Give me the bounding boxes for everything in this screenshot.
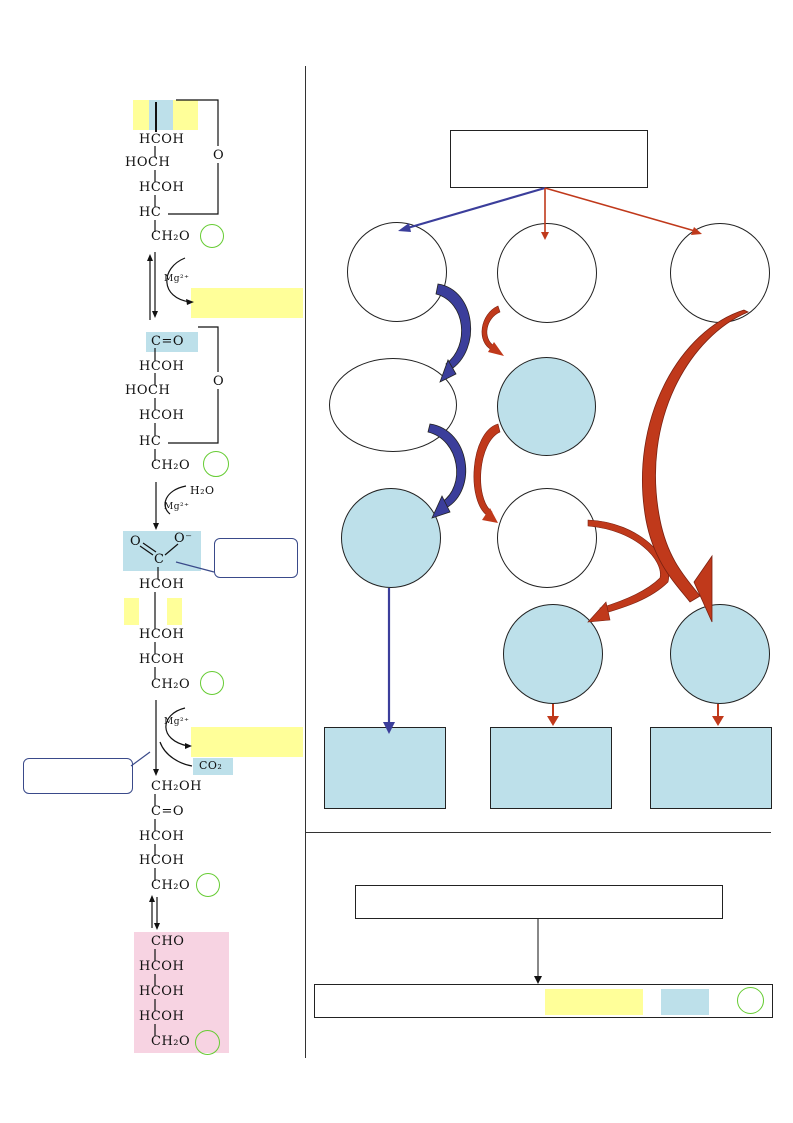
highlight-carbonyl (146, 332, 198, 352)
legend-yellow-swatch (545, 989, 643, 1015)
legend-blue-swatch (661, 989, 709, 1015)
callout-box-left (23, 758, 133, 794)
co2-badge (193, 758, 233, 775)
carboxyl-carbon: C (154, 552, 165, 567)
horizontal-divider (305, 832, 771, 833)
phosphate-ring (195, 1030, 220, 1055)
highlight-top-left (133, 100, 149, 130)
step1-cofactor: Mg²⁺ (164, 274, 190, 284)
struct2-ring-oxygen: O (213, 374, 225, 389)
struct1-row-5: CH₂O (151, 229, 191, 244)
struct5-row-3: HCOH (139, 984, 185, 999)
bottom-title-box (355, 885, 723, 919)
struct1-row-2: HOCH (125, 155, 171, 170)
phosphate-ring (200, 224, 224, 248)
struct1-row-4: HC (139, 205, 162, 220)
step3-cofactor: Mg²⁺ (164, 717, 190, 727)
highlight-step3 (191, 727, 303, 757)
highlight-mid-right (167, 598, 182, 625)
node-row4-center (503, 604, 603, 704)
carboxylate-oxygen-left: O (130, 534, 142, 549)
struct1-ring-oxygen: O (213, 148, 225, 163)
phosphate-ring (203, 451, 229, 477)
highlight-mid-left (124, 598, 139, 625)
struct4-row-3: HCOH (139, 829, 185, 844)
node-row3-left (341, 488, 441, 588)
step2-water: H₂O (190, 484, 215, 497)
struct3-row-2: HCOH (139, 627, 185, 642)
phosphate-ring (196, 873, 220, 897)
struct5-row-5: CH₂O (151, 1034, 191, 1049)
node-row4-right (670, 604, 770, 704)
output-box-left (324, 727, 446, 809)
struct1-row-3: HCOH (139, 180, 185, 195)
vertical-divider (305, 66, 306, 1058)
struct1-row-1: HCOH (139, 132, 185, 147)
struct4-row-5: CH₂O (151, 878, 191, 893)
highlight-top-center (149, 100, 173, 130)
struct4-row-2: C=O (151, 804, 184, 819)
struct4-row-4: HCOH (139, 853, 185, 868)
struct2-row-2: HCOH (139, 359, 185, 374)
source-box (450, 130, 648, 188)
carboxylate-oxygen-right: O⁻ (174, 531, 193, 546)
highlight-carboxylate (123, 531, 201, 571)
phosphate-ring (200, 671, 224, 695)
struct3-row-4: CH₂O (151, 677, 191, 692)
node-row2-left (329, 358, 457, 452)
node-row3-center (497, 488, 597, 588)
struct3-row-3: HCOH (139, 652, 185, 667)
struct2-row-1: C=O (151, 334, 184, 349)
struct5-row-4: HCOH (139, 1009, 185, 1024)
co2-label: CO₂ (199, 759, 223, 772)
node-row2-center (497, 357, 596, 456)
step2-cofactor: Mg²⁺ (164, 502, 190, 512)
callout-box-right (214, 538, 298, 578)
node-row1-left (347, 222, 447, 322)
struct5-row-2: HCOH (139, 959, 185, 974)
output-box-right (650, 727, 772, 809)
highlight-top-right (173, 100, 198, 130)
struct4-row-1: CH₂OH (151, 779, 202, 794)
output-box-center (490, 727, 612, 809)
highlight-step1 (191, 288, 303, 318)
struct3-row-1: HCOH (139, 577, 185, 592)
struct2-row-5: HC (139, 434, 162, 449)
struct5-row-1: CHO (151, 934, 185, 949)
struct2-row-3: HOCH (125, 383, 171, 398)
legend-green-ring (737, 987, 764, 1014)
node-row1-center (497, 223, 597, 323)
struct2-row-6: CH₂O (151, 458, 191, 473)
struct2-row-4: HCOH (139, 408, 185, 423)
bond-line (155, 102, 157, 132)
